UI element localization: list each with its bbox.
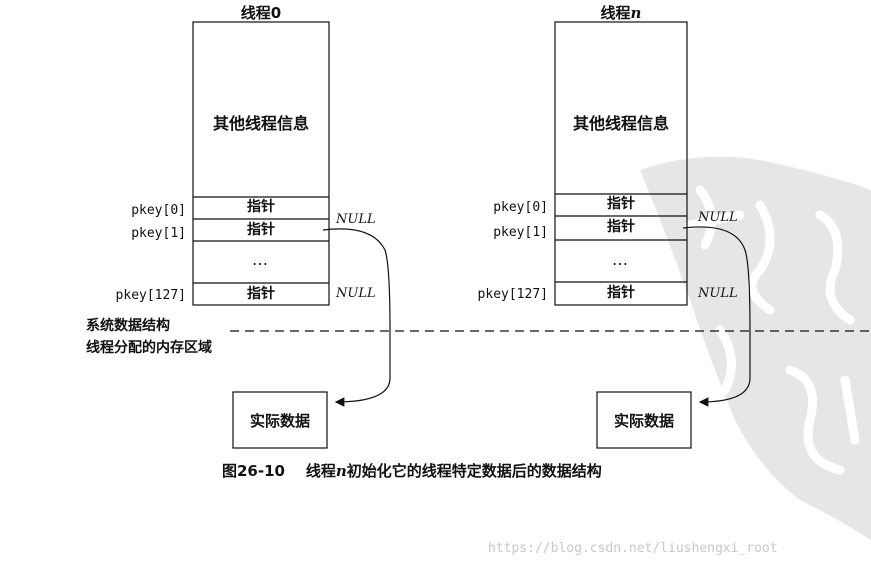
threadn-pkey-0: pkey[0] (493, 200, 548, 215)
thread0-slot-ellipsis: … (252, 250, 270, 269)
region-thread-label: 线程分配的内存区域 (86, 340, 212, 356)
region-system-label: 系统数据结构 (86, 318, 170, 334)
threadn-box (554, 21, 688, 306)
figure-caption: 图26-10 线程n初始化它的线程特定数据后的数据结构 (222, 460, 602, 481)
thread0-pkey-127: pkey[127] (115, 288, 186, 303)
threadn-pkey-1: pkey[1] (493, 225, 548, 240)
threadn-slot-ellipsis: … (612, 250, 630, 269)
threadn-slot-1: 指针 (607, 219, 635, 235)
caption-suffix: 初始化它的线程特定数据后的数据结构 (346, 462, 602, 480)
threadn-slot-0: 指针 (607, 196, 635, 212)
thread0-box (192, 21, 330, 306)
thread0-pkey-0: pkey[0] (131, 203, 186, 218)
caption-prefix: 线程 (305, 462, 336, 480)
threadn-pkey-127: pkey[127] (477, 287, 548, 302)
thread0-pkey-1: pkey[1] (131, 226, 186, 241)
thread0-slot-0: 指针 (247, 199, 275, 215)
threadn-null-0: NULL (698, 210, 738, 225)
thread0-slot-1: 指针 (247, 222, 275, 238)
thread0-null-0: NULL (336, 212, 376, 227)
watermark-url: https://blog.csdn.net/liushengxi_root (488, 541, 778, 556)
thread0-actual-box (232, 391, 328, 449)
thread0-null-127: NULL (336, 286, 376, 301)
thread0-arrow (322, 228, 391, 407)
threadn-title-prefix: 线程 (600, 4, 631, 22)
threadn-actual-box (596, 391, 692, 449)
threadn-actual-data: 实际数据 (613, 412, 674, 430)
thread0-actual-data: 实际数据 (249, 412, 310, 430)
caption-var: n (335, 462, 347, 480)
thread0-title: 线程0 (240, 4, 282, 22)
thread0-info: 其他线程信息 (212, 114, 309, 133)
threadn-arrow (682, 226, 751, 407)
threadn-slot-127: 指针 (607, 285, 635, 301)
caption-figure-number: 图26-10 (222, 462, 285, 480)
threadn-null-127: NULL (698, 286, 738, 301)
thread0-slot-127: 指针 (247, 286, 275, 302)
threadn-title: 线程n (551, 2, 691, 23)
threadn-info: 其他线程信息 (572, 114, 669, 133)
threadn-title-var: n (630, 4, 642, 22)
